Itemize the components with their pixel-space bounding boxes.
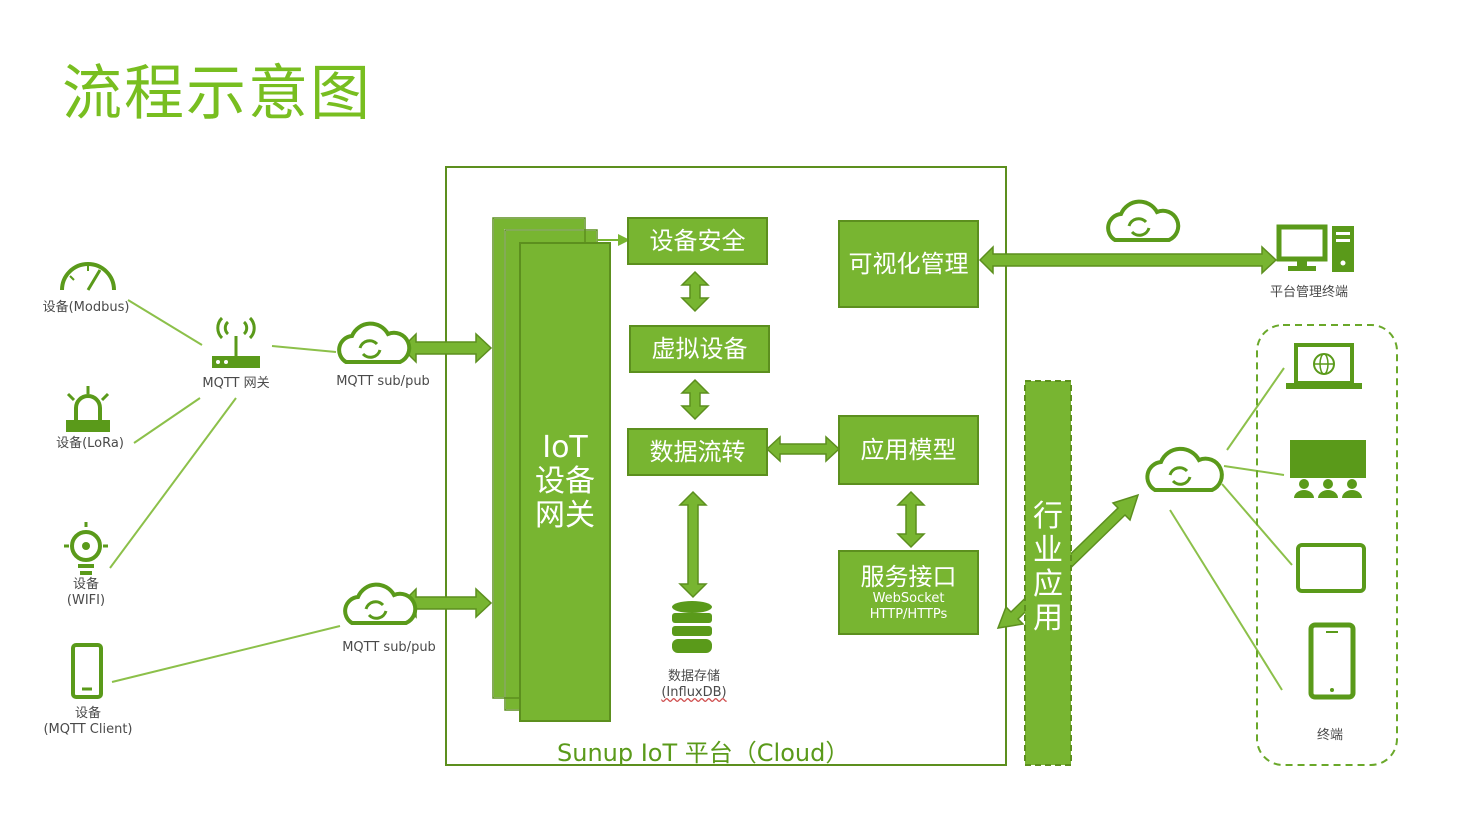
device-modbus-label: 设备(Modbus) bbox=[42, 300, 130, 315]
device-wifi-label-text: 设备 bbox=[72, 577, 99, 592]
desktop-icon bbox=[1276, 224, 1354, 272]
device-lora-label: 设备(LoRa) bbox=[56, 436, 124, 451]
gauge-icon bbox=[60, 262, 116, 291]
industry-app-bar bbox=[1024, 380, 1072, 766]
module-service-sub2: HTTP/HTTPs bbox=[869, 606, 948, 622]
module-app-model-label: 应用模型 bbox=[860, 436, 957, 464]
module-flow-label: 数据流转 bbox=[649, 438, 746, 466]
arrow-mqtt-top bbox=[400, 332, 493, 364]
storage-sublabel: (InfluxDB) bbox=[661, 685, 727, 700]
platform-caption: Sunup IoT 平台（Cloud） bbox=[557, 739, 850, 767]
platform-frame bbox=[445, 166, 1007, 766]
module-service-sub1: WebSocket bbox=[872, 590, 945, 606]
module-visual-label: 可视化管理 bbox=[848, 250, 969, 278]
gateway-label: IoT 设备 网关 bbox=[535, 430, 595, 533]
arrow-appmodel-service bbox=[896, 490, 926, 549]
database-icon bbox=[672, 601, 712, 653]
tablet-icon bbox=[1296, 543, 1366, 593]
terminals-label: 终端 bbox=[1316, 728, 1343, 743]
module-virtual-label: 虚拟设备 bbox=[651, 335, 748, 363]
device-wifi-sublabel: (WIFI) bbox=[66, 593, 106, 608]
industry-app-label: 行业应用 bbox=[1033, 499, 1063, 636]
storage-label: 数据存储 (InfluxDB) bbox=[630, 669, 758, 701]
gateway-caption: MQTT 网关 bbox=[202, 376, 270, 391]
arrow-flow-storage bbox=[678, 490, 708, 599]
router-icon bbox=[212, 316, 260, 368]
arrow-security-virtual bbox=[680, 270, 710, 313]
mobile-icon bbox=[1308, 622, 1356, 700]
terminals-group bbox=[1256, 324, 1398, 766]
module-service-label: 服务接口 bbox=[860, 562, 957, 591]
arrow-flow-appmodel bbox=[765, 435, 841, 463]
cloud-icon bbox=[343, 582, 418, 625]
module-service: 服务接口 WebSocket HTTP/HTTPs bbox=[838, 550, 979, 635]
device-mqtt-client-label: 设备 (MQTT Client) bbox=[28, 706, 148, 738]
arrow-virtual-flow bbox=[680, 378, 710, 421]
meeting-screen-icon bbox=[1290, 440, 1366, 498]
storage-label-text: 数据存储 bbox=[667, 669, 720, 684]
iot-gateway-card: IoT 设备 网关 bbox=[519, 242, 611, 722]
module-virtual: 虚拟设备 bbox=[629, 325, 770, 373]
cloud-icon bbox=[337, 321, 412, 364]
page-title: 流程示意图 bbox=[62, 59, 372, 129]
device-wifi-label: 设备 (WIFI) bbox=[40, 577, 132, 609]
lightbulb-icon bbox=[64, 522, 108, 575]
laptop-icon bbox=[1286, 343, 1362, 389]
mqtt-bottom-label: MQTT sub/pub bbox=[342, 640, 436, 655]
device-links bbox=[109, 299, 341, 683]
alarm-light-icon bbox=[66, 386, 110, 432]
module-flow: 数据流转 bbox=[627, 428, 768, 476]
module-visual: 可视化管理 bbox=[838, 220, 979, 308]
cloud-icon bbox=[1106, 199, 1181, 242]
module-app-model: 应用模型 bbox=[838, 415, 979, 485]
mqtt-top-label: MQTT sub/pub bbox=[336, 374, 430, 389]
device-mqtt-client-sublabel: (MQTT Client) bbox=[43, 722, 133, 737]
admin-terminal-label: 平台管理终端 bbox=[1269, 285, 1348, 300]
terminal-links bbox=[1169, 367, 1293, 691]
device-mqtt-client-label-text: 设备 bbox=[74, 706, 101, 721]
module-security-label: 设备安全 bbox=[649, 227, 746, 255]
module-security: 设备安全 bbox=[627, 217, 768, 265]
cloud-icon bbox=[1145, 446, 1224, 492]
arrow-visual-admin bbox=[978, 245, 1278, 275]
phone-icon bbox=[71, 643, 103, 699]
